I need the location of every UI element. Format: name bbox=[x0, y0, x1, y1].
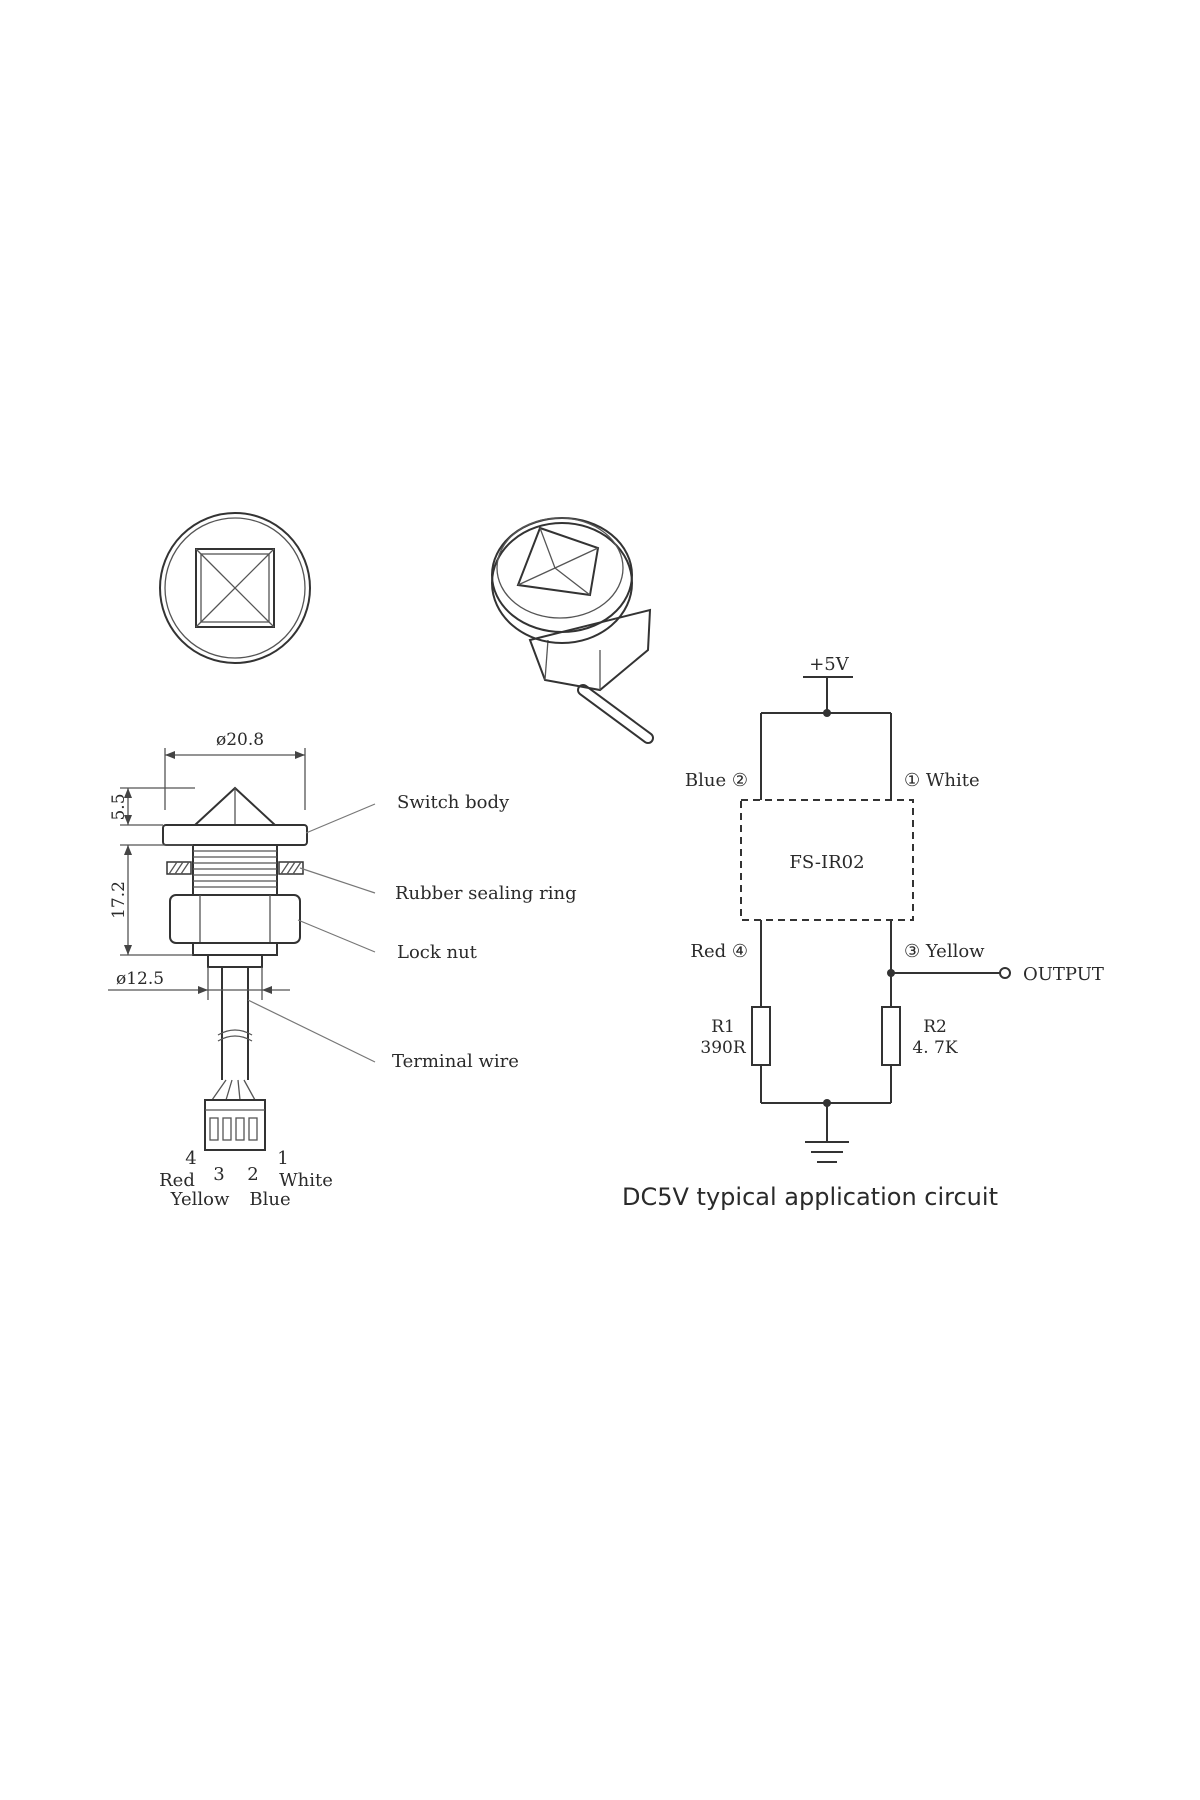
connector-pin-labels: 4 Red 3 Yellow 2 Blue 1 White bbox=[159, 1148, 333, 1210]
lock-nut-label: Lock nut bbox=[397, 942, 478, 963]
cap-height-dimension: 5.5 bbox=[109, 793, 129, 820]
body-height-dimension: 17.2 bbox=[109, 881, 129, 919]
pin-white-label: ① White bbox=[904, 770, 980, 791]
pin-red-label: Red ④ bbox=[690, 941, 748, 962]
pin-1-number: 1 bbox=[277, 1148, 288, 1169]
r1-value: 390R bbox=[700, 1038, 746, 1058]
resistor-r2 bbox=[881, 1006, 901, 1066]
head-diameter-dimension: ø20.8 bbox=[216, 730, 264, 750]
output-label: OUTPUT bbox=[1023, 964, 1104, 985]
switch-perspective-view bbox=[491, 517, 654, 744]
pin-2-color: Blue bbox=[249, 1189, 290, 1210]
switch-side-view bbox=[108, 748, 376, 1151]
pin-1-color: White bbox=[279, 1170, 333, 1191]
ground-symbol bbox=[805, 1103, 849, 1163]
pin-yellow-label: ③ Yellow bbox=[904, 941, 985, 962]
supply-voltage-label: +5V bbox=[809, 654, 850, 675]
module-name: FS-IR02 bbox=[789, 852, 864, 873]
pin-blue-label: Blue ② bbox=[685, 770, 748, 791]
stem-diameter-dimension: ø12.5 bbox=[116, 969, 164, 989]
application-circuit bbox=[740, 676, 1011, 1163]
rubber-sealing-ring-label: Rubber sealing ring bbox=[395, 883, 577, 904]
pin-3-number: 3 bbox=[213, 1164, 224, 1185]
fs-ir02-module bbox=[740, 799, 914, 921]
pin-4-number: 4 bbox=[185, 1148, 196, 1169]
circuit-caption: DC5V typical application circuit bbox=[622, 1183, 998, 1211]
r2-name: R2 bbox=[923, 1017, 947, 1037]
pin-2-number: 2 bbox=[247, 1164, 258, 1185]
pin-3-color: Yellow bbox=[170, 1189, 230, 1210]
r1-name: R1 bbox=[711, 1017, 735, 1037]
resistor-r1 bbox=[751, 1006, 771, 1066]
switch-body-label: Switch body bbox=[397, 792, 510, 813]
switch-top-view bbox=[159, 512, 311, 664]
terminal-wire-label: Terminal wire bbox=[392, 1051, 519, 1072]
pin-4-color: Red bbox=[159, 1170, 195, 1191]
r2-value: 4. 7K bbox=[912, 1038, 957, 1058]
